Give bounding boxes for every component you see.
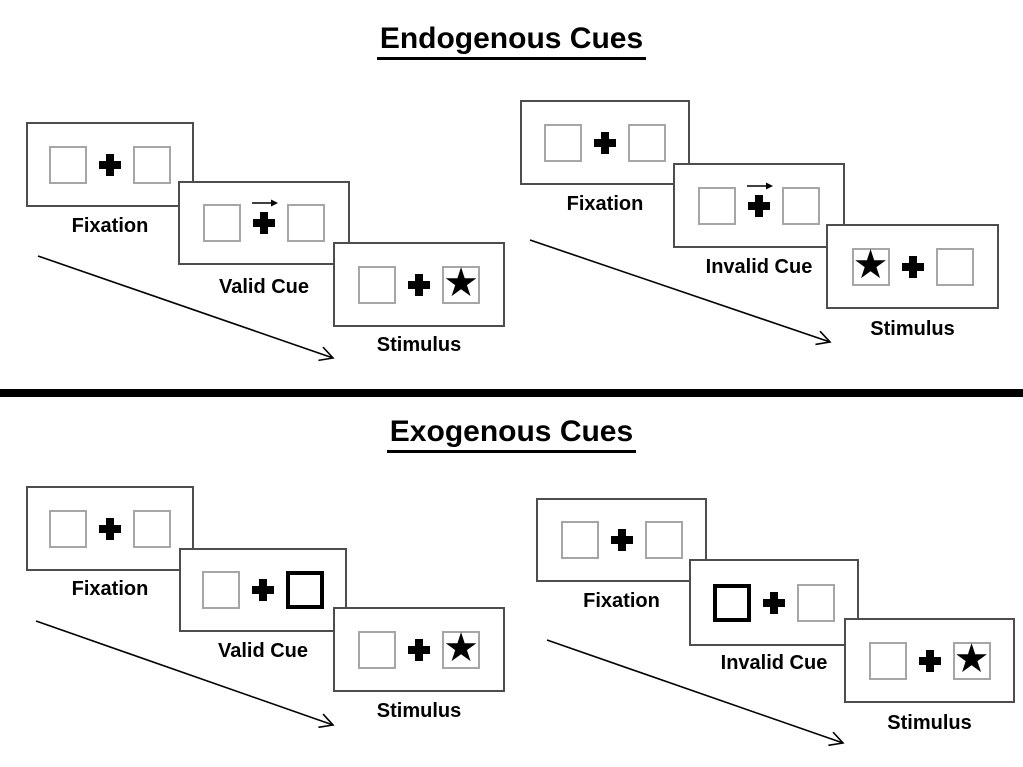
star-icon: ★ [852,241,889,288]
valid-cue-panel [179,548,347,632]
fixation-panel [26,122,194,207]
panel-label-cue: Valid Cue [217,640,309,662]
stimulus-panel: ★ [826,224,999,309]
placeholder-box-left [202,571,240,609]
fixation-cross-icon [253,212,275,234]
stimulus-panel: ★ [333,607,505,692]
placeholder-box-left [358,265,396,304]
panel-label-fixation: Fixation [583,590,660,612]
placeholder-box-right [133,145,171,184]
fixation-cross-icon [594,131,616,154]
placeholder-box-left [698,186,736,225]
invalid-cue-panel [689,559,859,646]
target-box-right: ★ [442,624,480,671]
panel-label-stimulus: Stimulus [870,318,955,340]
sequence-arrow-icon [529,239,832,346]
fixation-cross-icon [763,591,785,614]
fixation-cross-icon [408,273,430,296]
central-cue [747,182,773,217]
target-box-left: ★ [851,241,890,288]
fixation-cross-icon [99,517,121,540]
highlighted-cue-box-left [713,583,751,622]
star-icon: ★ [443,259,479,306]
panel-label-cue: Valid Cue [218,276,310,298]
section-title-text: Endogenous Cues [376,22,647,60]
cue-direction-arrow-icon [747,182,773,189]
placeholder-box-right [287,204,325,242]
target-box-right: ★ [442,259,480,306]
star-icon: ★ [443,624,479,671]
fixation-cross-icon [610,529,633,551]
highlighted-cue-box-right [286,571,324,609]
section-title-endogenous: Endogenous Cues [0,22,1023,60]
placeholder-box-right [628,123,666,162]
star-icon: ★ [953,635,990,682]
fixation-cross-icon [408,638,430,661]
panel-label-stimulus: Stimulus [887,712,972,734]
panel-label-fixation: Fixation [71,578,149,600]
panel-label-fixation: Fixation [566,193,644,215]
placeholder-box-left [544,123,582,162]
target-box-right: ★ [952,635,991,682]
fixation-cross-icon [99,153,121,176]
panel-label-fixation: Fixation [71,215,149,237]
placeholder-box-right [797,583,835,622]
placeholder-box-left [203,204,241,242]
stimulus-panel: ★ [844,618,1015,703]
sequence-arrow-icon [35,620,335,729]
invalid-cue-panel [673,163,845,248]
panel-label-stimulus: Stimulus [376,700,462,722]
fixation-cross-icon [748,194,770,217]
placeholder-box-left [49,509,87,548]
cue-direction-arrow-icon [252,199,278,207]
placeholder-box-right [133,509,171,548]
placeholder-box-left [868,641,907,680]
fixation-cross-icon [252,579,274,601]
sequence-arrow-icon [37,255,335,362]
fixation-cross-icon [901,255,924,278]
sequence-arrow-icon [546,639,845,747]
fixation-panel [26,486,194,571]
placeholder-box-right [644,521,683,559]
fixation-panel [520,100,690,185]
fixation-panel [536,498,707,582]
central-cue [252,199,278,234]
stimulus-panel: ★ [333,242,505,327]
panel-label-cue: Invalid Cue [720,652,828,674]
section-divider [0,389,1023,397]
placeholder-box-right [782,186,820,225]
section-title-text: Exogenous Cues [386,415,637,453]
panel-label-stimulus: Stimulus [376,334,462,356]
placeholder-box-left [49,145,87,184]
placeholder-box-right [935,247,974,286]
placeholder-box-left [358,630,396,669]
section-title-exogenous: Exogenous Cues [0,415,1023,453]
fixation-cross-icon [918,649,941,672]
placeholder-box-left [560,521,599,559]
panel-label-cue: Invalid Cue [705,256,813,278]
valid-cue-panel [178,181,350,265]
